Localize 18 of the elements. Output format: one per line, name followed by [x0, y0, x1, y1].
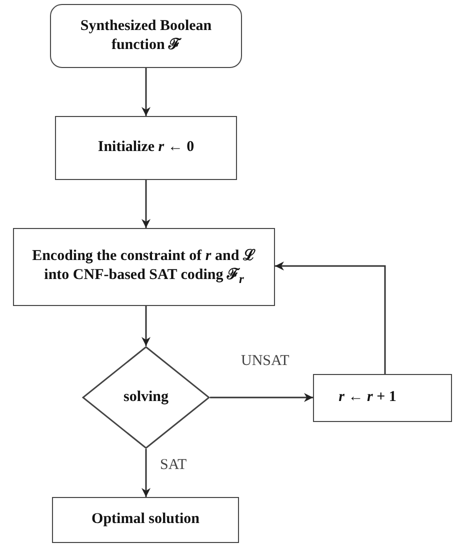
process-box: [55, 116, 237, 180]
process-box: [13, 228, 275, 306]
process-box: [313, 374, 452, 422]
arrow: [142, 180, 150, 228]
node-text: r ← r + 1: [338, 388, 396, 408]
node-text: Synthesized Boolean function ℱ: [79, 16, 213, 55]
arrow: [275, 262, 386, 374]
node-text: Initialize r ← 0: [98, 138, 194, 158]
arrow: [210, 393, 313, 402]
start-box: [50, 4, 242, 68]
process-box: [52, 497, 239, 543]
node-text: Encoding the constraint of r and ℒ into CNF-based SAT coding ℱ$_{r}$: [32, 246, 256, 288]
node-text: Optimal solution: [92, 510, 200, 530]
node-text: solving: [123, 388, 168, 407]
arrow: [142, 306, 150, 346]
arrow: [142, 68, 150, 116]
decision-diamond: [82, 346, 210, 449]
arrow: [142, 449, 150, 497]
